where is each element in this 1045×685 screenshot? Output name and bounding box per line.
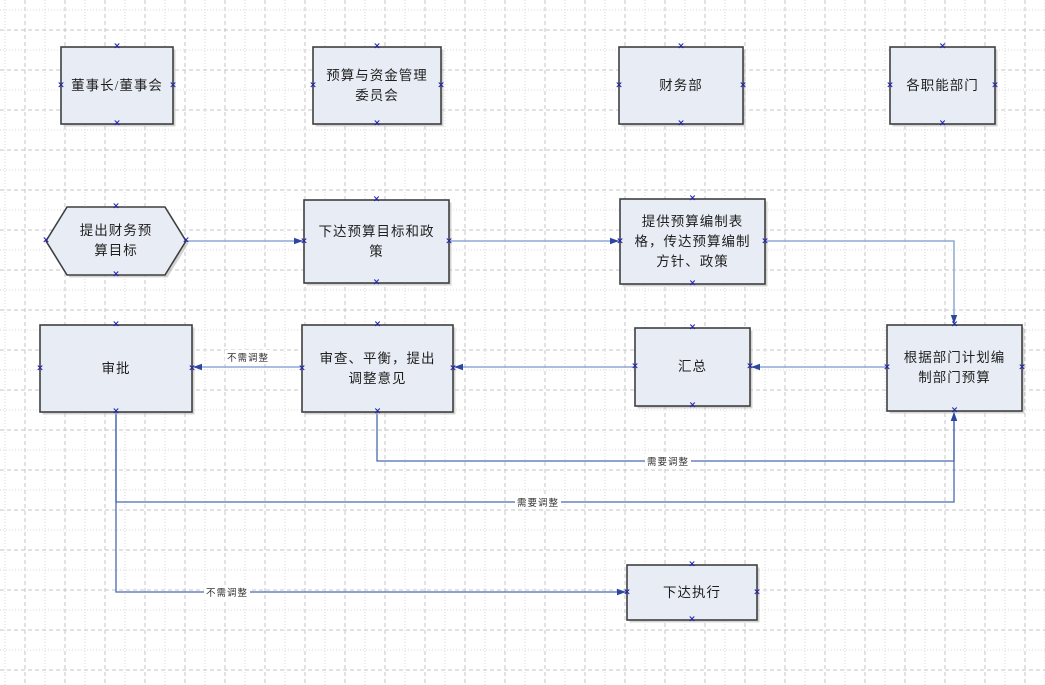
- node-issue-targets[interactable]: [303, 199, 450, 284]
- connector-label-approve-to-execute: 不需调整: [203, 585, 251, 599]
- arrowhead-icon: [454, 363, 463, 371]
- arrowhead-icon: [610, 237, 619, 245]
- node-propose-target[interactable]: [45, 206, 187, 276]
- connector-provide-to-prepare[interactable]: [765, 240, 955, 324]
- arrowhead-icon: [617, 588, 626, 596]
- connector-approve-to-execute[interactable]: [115, 412, 626, 593]
- node-approve[interactable]: [39, 324, 193, 413]
- node-summarize[interactable]: [634, 327, 751, 407]
- connector-label-approve-needs-adjust: 需要调整: [514, 495, 562, 509]
- node-provide-forms[interactable]: [619, 198, 766, 285]
- arrowhead-icon: [950, 412, 958, 421]
- node-issue-execute[interactable]: [626, 564, 758, 621]
- arrowhead-icon: [751, 363, 760, 371]
- node-chairman[interactable]: [60, 46, 174, 125]
- connectors-group: [115, 237, 958, 596]
- arrowhead-icon: [950, 315, 958, 324]
- arrowhead-icon: [294, 237, 303, 245]
- node-review[interactable]: [301, 324, 454, 413]
- node-prepare-budget[interactable]: [886, 324, 1023, 412]
- node-functional-depts[interactable]: [889, 46, 996, 125]
- connector-label-review-needs-adjust: 需要调整: [644, 454, 692, 468]
- connector-approve-needs-adjust[interactable]: [115, 412, 955, 503]
- arrowhead-icon: [193, 363, 202, 371]
- node-committee[interactable]: [312, 46, 442, 125]
- shapes-group: [39, 46, 1025, 623]
- connector-label-review-to-approve: 不需调整: [224, 350, 272, 364]
- node-finance-dept[interactable]: [618, 46, 744, 125]
